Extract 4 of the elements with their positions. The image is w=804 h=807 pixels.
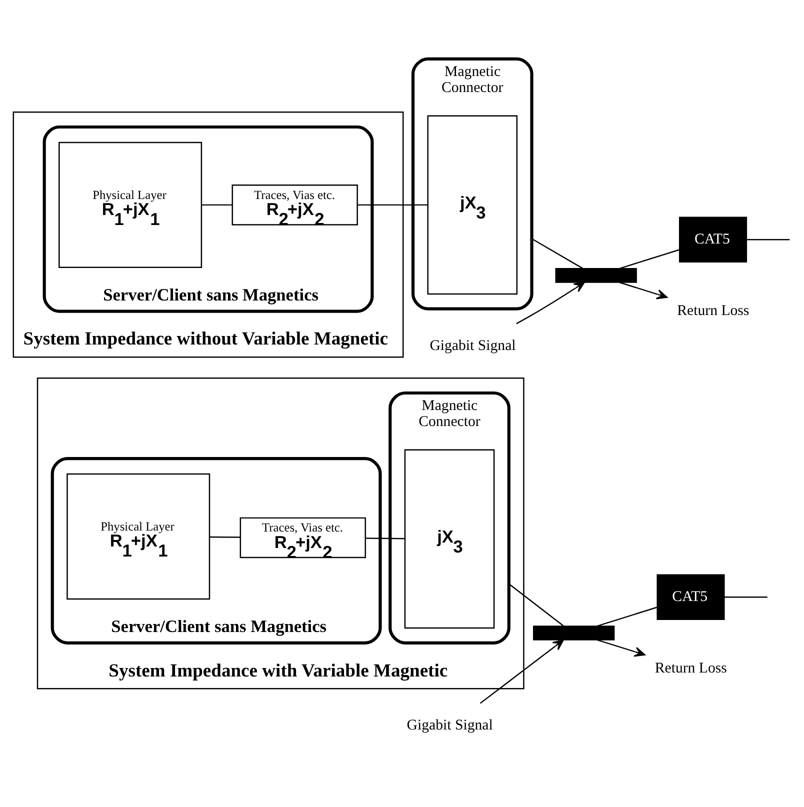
node-text: Gigabit Signal [406,718,493,734]
node-text: Gigabit Signal [430,338,516,354]
node-text: Return Loss [654,660,727,677]
node-text: Return Loss [677,303,750,320]
